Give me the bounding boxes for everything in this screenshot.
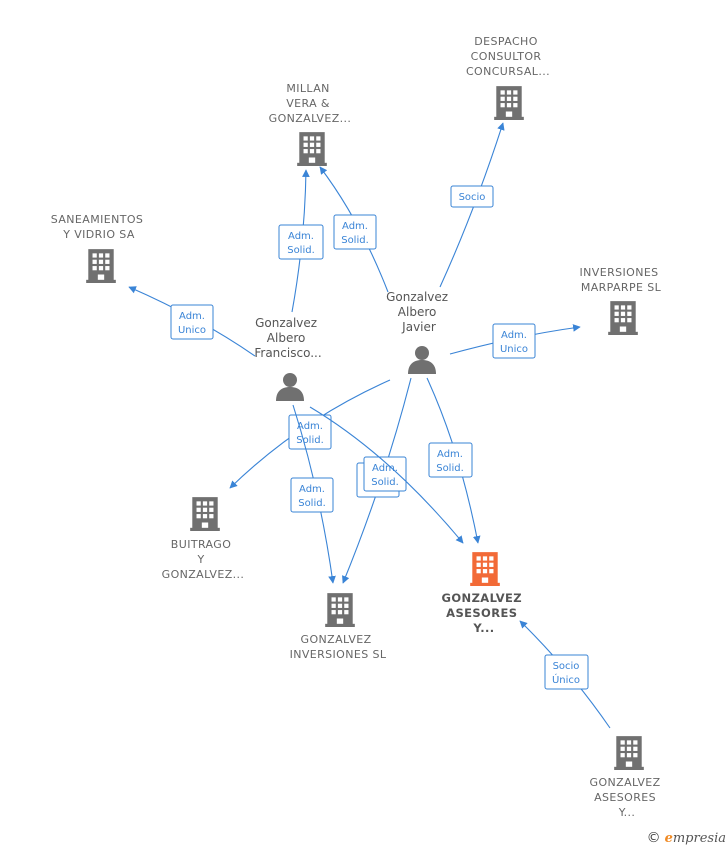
building-icon	[614, 736, 644, 770]
building-icon	[494, 86, 524, 120]
person-icon	[408, 346, 436, 374]
building-icon	[86, 249, 116, 283]
company-asesores-focus[interactable]: GONZALVEZ ASESORES Y...	[442, 552, 527, 635]
edge-label: Solid.	[371, 477, 399, 488]
person-label: Gonzalvez Albero Francisco...	[254, 316, 321, 360]
edge-label: Socio	[553, 661, 580, 672]
company-label: GONZALVEZ ASESORES Y...	[590, 776, 665, 819]
empresia-credit[interactable]: ©empresia	[647, 830, 726, 846]
edge-javier-marparpe[interactable]: Adm. Unico	[449, 323, 581, 359]
edge-asesores2-asesores[interactable]: Socio Único	[519, 620, 611, 729]
edge-label: Adm.	[342, 221, 368, 232]
building-icon	[325, 593, 355, 627]
company-inversiones[interactable]: GONZALVEZ INVERSIONES SL	[290, 593, 387, 661]
edge-label: Adm.	[501, 330, 527, 341]
company-label: MILLAN VERA & GONZALVEZ...	[269, 82, 352, 125]
building-icon	[190, 497, 220, 531]
edge-label: Socio	[459, 192, 486, 203]
company-asesores-2[interactable]: GONZALVEZ ASESORES Y...	[590, 736, 665, 819]
edge-label: Adm.	[288, 231, 314, 242]
edge-label: Solid.	[287, 245, 315, 256]
edge-javier-asesores[interactable]: Adm. Solid.	[426, 377, 481, 544]
copyright-icon: ©	[646, 830, 661, 846]
edge-francisco-inversiones[interactable]: Adm. Solid.	[290, 404, 336, 584]
brand-name: mpresia	[672, 831, 726, 846]
person-javier[interactable]: Gonzalvez Albero Javier	[386, 290, 452, 374]
edge-label: Solid.	[298, 498, 326, 509]
building-icon	[297, 132, 327, 166]
edge-label: Unico	[178, 325, 206, 336]
edges: Socio Adm. Solid. Adm. Solid. Adm. Unico…	[128, 122, 611, 729]
company-label: GONZALVEZ ASESORES Y...	[442, 591, 527, 635]
company-label: SANEAMIENTOS Y VIDRIO SA	[51, 213, 147, 241]
edge-label: Adm.	[297, 421, 323, 432]
edge-javier-despacho[interactable]: Socio	[439, 122, 505, 288]
edge-francisco-millan[interactable]: Adm. Solid.	[278, 169, 324, 313]
company-label: BUITRAGO Y GONZALVEZ...	[162, 538, 245, 581]
brand-initial: e	[664, 831, 673, 846]
edge-label: Adm.	[372, 463, 398, 474]
edge-label: Solid.	[341, 235, 369, 246]
edge-label: Solid.	[296, 435, 324, 446]
edge-label: Adm.	[437, 449, 463, 460]
company-marparpe[interactable]: INVERSIONES MARPARPE SL	[580, 266, 663, 335]
edge-francisco-asesores[interactable]	[309, 406, 464, 544]
person-label: Gonzalvez Albero Javier	[386, 290, 452, 334]
building-icon	[470, 552, 500, 586]
company-label: INVERSIONES MARPARPE SL	[580, 266, 663, 294]
edge-javier-buitrago[interactable]: Adm. Solid.	[229, 379, 391, 489]
company-label: DESPACHO CONSULTOR CONCURSAL...	[466, 35, 550, 78]
edge-francisco-saneamientos[interactable]: Adm. Unico	[128, 286, 256, 357]
company-buitrago[interactable]: BUITRAGO Y GONZALVEZ...	[162, 497, 245, 581]
building-icon	[608, 301, 638, 335]
edge-label: Solid.	[436, 463, 464, 474]
company-despacho[interactable]: DESPACHO CONSULTOR CONCURSAL...	[466, 35, 550, 120]
company-millan[interactable]: MILLAN VERA & GONZALVEZ...	[269, 82, 352, 166]
edge-label: Adm.	[179, 311, 205, 322]
company-saneamientos[interactable]: SANEAMIENTOS Y VIDRIO SA	[51, 213, 147, 283]
edge-javier-millan[interactable]: Adm. Solid.	[319, 166, 389, 293]
edge-javier-inversiones[interactable]: Adm. Solid.	[342, 377, 412, 584]
edge-label: Adm.	[299, 484, 325, 495]
person-icon	[276, 373, 304, 401]
person-francisco[interactable]: Gonzalvez Albero Francisco...	[254, 316, 322, 401]
edge-label: Unico	[500, 344, 528, 355]
company-label: GONZALVEZ INVERSIONES SL	[290, 633, 387, 661]
edge-label: Único	[552, 673, 580, 686]
